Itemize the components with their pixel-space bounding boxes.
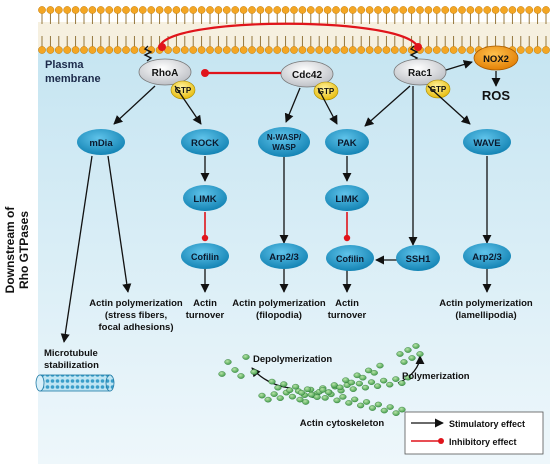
rac1-node <box>393 58 447 86</box>
rhoa-gtp-label: GTP <box>175 86 192 95</box>
stress-outcome-3: focal adhesions) <box>99 322 174 333</box>
legend-inhibitory-label: Inhibitory effect <box>449 437 517 447</box>
turnover-2-line1: Actin <box>335 298 359 309</box>
stress-outcome-1: Actin polymerization <box>89 298 183 309</box>
lamellipodia-outcome-2: (lamellipodia) <box>455 310 516 321</box>
arc-end-rhoa <box>158 43 166 51</box>
nox2-label: NOX2 <box>483 54 509 65</box>
side-title-line1: Downstream of <box>3 206 17 294</box>
rac1-label: Rac1 <box>408 68 432 79</box>
outcome-labels: Actin polymerization (stress fibers, foc… <box>89 298 533 333</box>
nwasp-label-2: WASP <box>272 143 296 152</box>
microtubule-icon <box>35 374 115 392</box>
wave-node <box>463 129 511 155</box>
limk-node-2 <box>325 185 369 211</box>
arp23-node-1 <box>260 243 308 269</box>
legend-stimulatory-label: Stimulatory effect <box>449 419 525 429</box>
stress-outcome-2: (stress fibers, <box>105 310 167 321</box>
rac1-to-nox2 <box>445 60 473 71</box>
membrane-label-2: membrane <box>45 73 101 85</box>
rhoa-to-mdia <box>113 85 156 125</box>
lamellipodia-outcome-1: Actin polymerization <box>439 298 533 309</box>
rac1-to-wave <box>427 85 471 125</box>
mdia-node <box>77 129 125 155</box>
legend-box <box>404 411 544 455</box>
turnover-1-line2: turnover <box>186 310 225 321</box>
cdc42-gtp <box>313 81 339 101</box>
nox2-node <box>473 45 519 71</box>
microtubule-outcome-2: stabilization <box>44 360 99 371</box>
side-title-line2: Rho GTPases <box>17 211 31 289</box>
cdc42-label: Cdc42 <box>292 70 322 81</box>
cdc42-inhibits-rhoa-end <box>201 69 209 77</box>
ros-label: ROS <box>482 88 511 103</box>
membrane-label-1: Plasma <box>45 59 84 71</box>
cofilin-label-2: Cofilin <box>336 254 364 264</box>
rhoa-anchor <box>143 45 153 62</box>
mdia-label: mDia <box>89 138 113 149</box>
cofilin-label-1: Cofilin <box>191 252 219 262</box>
depolymerization-label: Depolymerization <box>253 354 332 365</box>
arp23-node-2 <box>463 243 511 269</box>
limk-label-2: LIMK <box>335 194 358 205</box>
limk-inhibits-cofilin-1-end <box>201 234 209 242</box>
microtubule-outcome-1: Microtubule <box>44 348 98 359</box>
wave-label: WAVE <box>473 138 500 149</box>
rac1-to-pak <box>364 85 411 127</box>
effector-nodes: mDia ROCK N-WASP/ WASP PAK WAVE LIMK LIM… <box>77 127 511 271</box>
rhoa-label: RhoA <box>152 68 179 79</box>
turnover-1-line1: Actin <box>193 298 217 309</box>
arc-end-rac1 <box>414 43 422 51</box>
legend-inhibitory-dot <box>438 438 444 444</box>
turnover-2-line2: turnover <box>328 310 367 321</box>
filopodia-outcome-1: Actin polymerization <box>232 298 326 309</box>
nwasp-node <box>258 127 310 157</box>
rhoa-node <box>138 58 192 86</box>
filopodia-outcome-2: (filopodia) <box>256 310 302 321</box>
cdc42-gtp-label: GTP <box>318 87 335 96</box>
ssh1-label: SSH1 <box>406 254 432 265</box>
limk-node-1 <box>183 185 227 211</box>
rac1-anchor <box>409 45 419 62</box>
cofilin-node-2 <box>326 245 374 271</box>
rhoa-to-rock <box>174 85 202 125</box>
pak-node <box>325 129 369 155</box>
limk-label-1: LIMK <box>193 194 216 205</box>
rac1-inhibits-rhoa-arc <box>158 22 420 49</box>
side-title: Downstream of Rho GTPases <box>3 206 31 294</box>
actin-filaments-icon <box>218 343 424 416</box>
arp23-label-2: Arp2/3 <box>472 252 502 263</box>
nwasp-label-1: N-WASP/ <box>267 133 302 142</box>
rock-label: ROCK <box>191 138 219 149</box>
ssh1-node <box>396 245 440 271</box>
polymerization-label: Polymerization <box>402 371 470 382</box>
rhoa-gtp <box>170 80 196 100</box>
mdia-to-stress-fibers <box>107 155 132 293</box>
arp23-label-1: Arp2/3 <box>269 252 299 263</box>
rac1-gtp-label: GTP <box>430 85 447 94</box>
limk-inhibits-cofilin-2-end <box>343 234 351 242</box>
mdia-to-microtubule <box>60 155 93 343</box>
cdc42-to-nwasp <box>284 87 301 123</box>
actin-cytoskeleton-label: Actin cytoskeleton <box>300 418 385 429</box>
pak-label: PAK <box>337 138 356 149</box>
plasma-membrane <box>38 6 550 54</box>
rac1-gtp <box>425 79 451 99</box>
rock-node <box>181 129 229 155</box>
cofilin-node-1 <box>181 243 229 269</box>
cdc42-to-pak <box>317 87 338 125</box>
legend: Stimulatory effect Inhibitory effect <box>404 411 544 455</box>
